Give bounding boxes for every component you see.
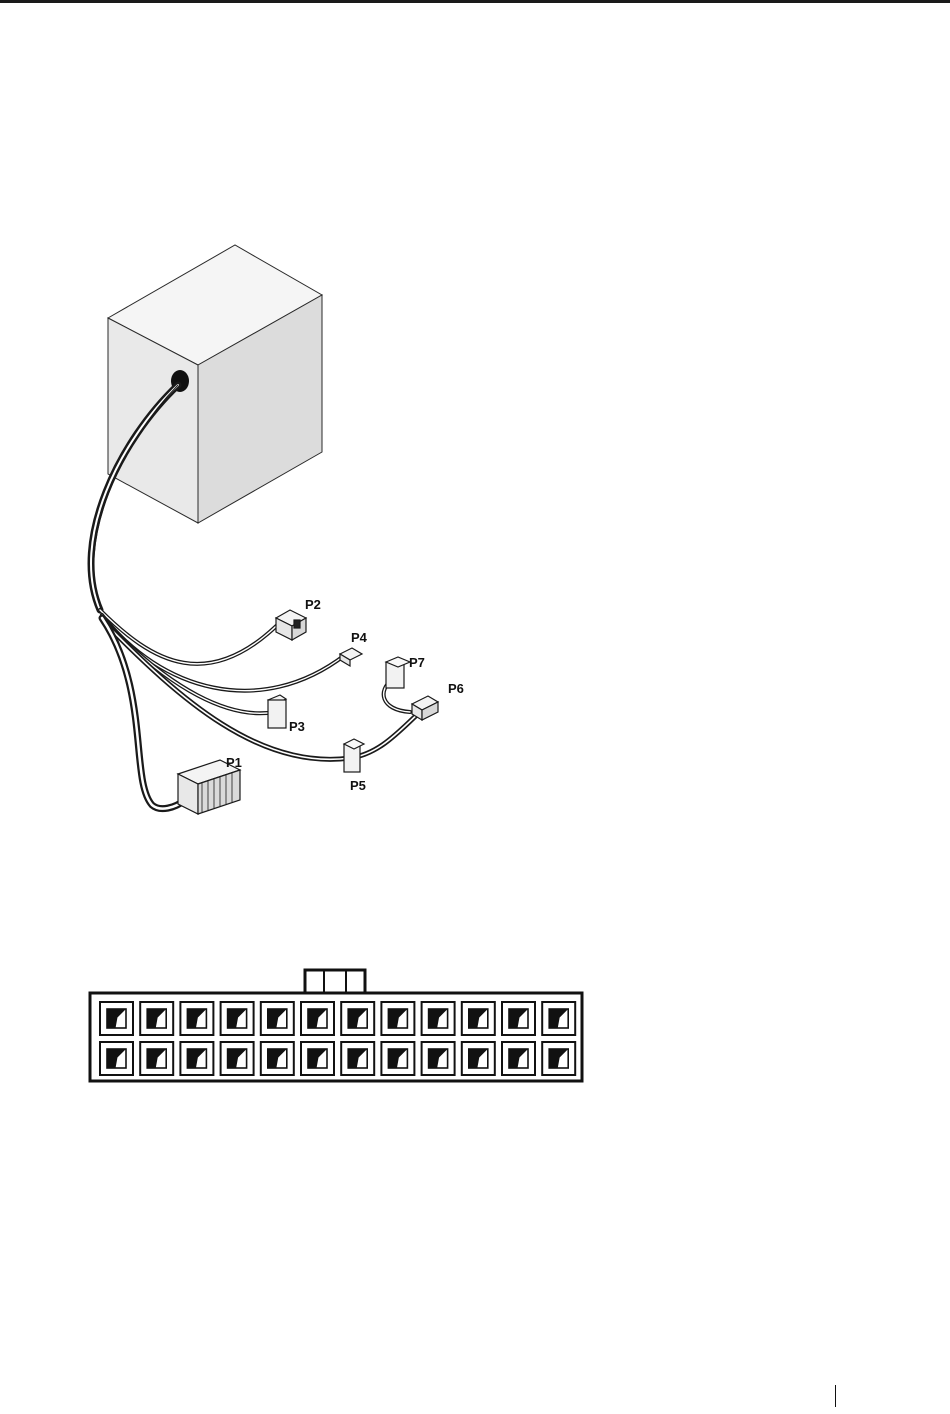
connector-latch xyxy=(305,970,365,994)
connector-pin xyxy=(221,1002,254,1035)
connector-pin xyxy=(341,1042,374,1075)
connector-pin xyxy=(502,1042,535,1075)
connector-pin xyxy=(261,1042,294,1075)
connector-pin xyxy=(502,1002,535,1035)
connector-pin xyxy=(221,1042,254,1075)
connector-pin xyxy=(462,1042,495,1075)
connector-pin xyxy=(381,1042,414,1075)
connector-pin xyxy=(100,1002,133,1035)
connector-pin xyxy=(180,1002,213,1035)
connector-pin xyxy=(301,1042,334,1075)
connector-pin xyxy=(100,1042,133,1075)
connector-pin xyxy=(422,1042,455,1075)
connector-pin xyxy=(180,1042,213,1075)
connector-pin xyxy=(261,1002,294,1035)
connector-pin xyxy=(341,1002,374,1035)
connector-pin xyxy=(301,1002,334,1035)
connector-pin xyxy=(381,1002,414,1035)
connector-pin xyxy=(542,1002,575,1035)
connector-pin xyxy=(140,1042,173,1075)
connector-pin xyxy=(542,1042,575,1075)
page-corner-rule xyxy=(835,1385,836,1407)
connector-pin xyxy=(140,1002,173,1035)
connector-pin xyxy=(462,1002,495,1035)
connector-pin xyxy=(422,1002,455,1035)
